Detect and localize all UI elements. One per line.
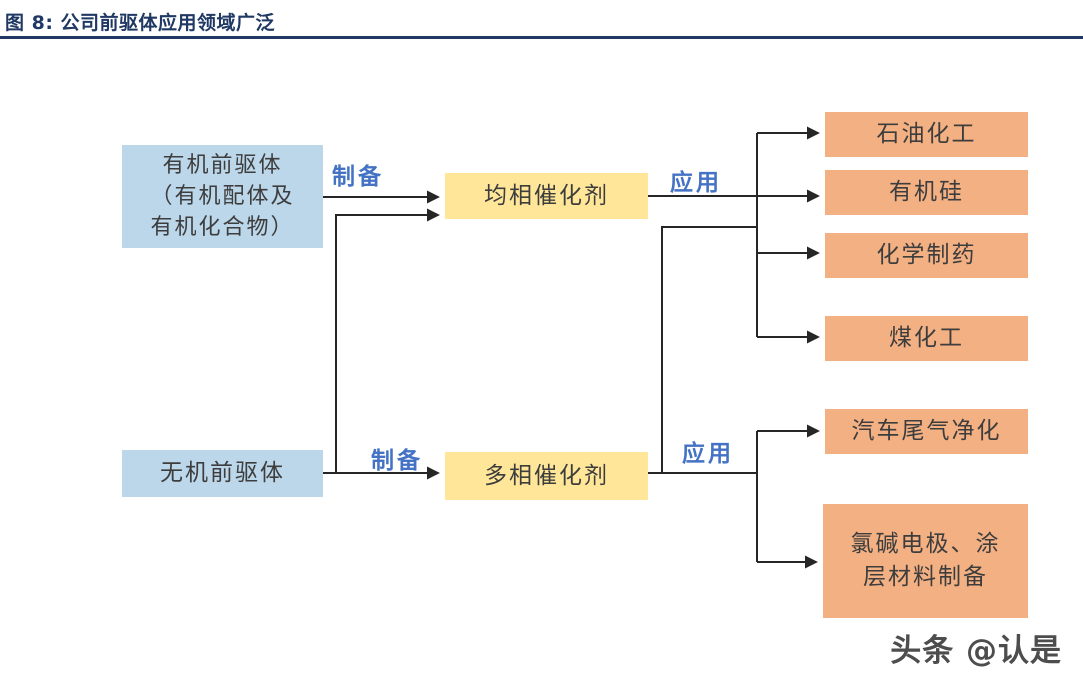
watermark-toutiao: 头条 @认是 [890,633,1062,669]
node-inorganic-precursor-label: 无机前驱体 [160,460,285,487]
node-homogeneous-catalyst: 均相催化剂 [445,173,648,219]
node-app-chlor-alkali-label: 氯碱电极、涂 层材料制备 [850,531,1001,590]
figure-title: 图 8: 公司前驱体应用领域广泛 [5,12,276,34]
node-app-chlor-alkali: 氯碱电极、涂 层材料制备 [823,504,1028,618]
node-inorganic-precursor: 无机前驱体 [122,450,323,497]
edge-label-prepare-top: 制备 [332,164,384,190]
node-app-auto-exhaust: 汽车尾气净化 [825,409,1028,454]
node-organic-precursor-label: 有机前驱体 （有机配体及 有机化合物） [150,152,295,241]
title-underline-rule [0,36,1083,39]
edge-label-apply-top: 应用 [670,170,722,196]
node-app-coal-chemical-label: 煤化工 [889,325,964,352]
node-app-organosilicon: 有机硅 [825,170,1028,215]
edge-label-apply-bottom: 应用 [682,441,734,467]
node-app-petrochemical: 石油化工 [825,112,1028,157]
node-app-organosilicon-label: 有机硅 [889,179,964,206]
edge-label-prepare-bottom: 制备 [371,448,423,474]
node-app-coal-chemical: 煤化工 [825,316,1028,361]
node-app-chemical-pharma: 化学制药 [825,233,1028,278]
node-app-chemical-pharma-label: 化学制药 [876,242,977,269]
node-heterogeneous-catalyst-label: 多相催化剂 [484,462,609,489]
edge-inorganic-riser-to-homogeneous [335,208,440,472]
edge-heterogeneous-to-top-trunk [661,226,757,473]
node-organic-precursor: 有机前驱体 （有机配体及 有机化合物） [122,145,323,248]
node-app-auto-exhaust-label: 汽车尾气净化 [851,418,1002,445]
node-homogeneous-catalyst-label: 均相催化剂 [484,182,609,209]
node-heterogeneous-catalyst: 多相催化剂 [445,452,648,500]
node-app-petrochemical-label: 石油化工 [876,121,977,148]
